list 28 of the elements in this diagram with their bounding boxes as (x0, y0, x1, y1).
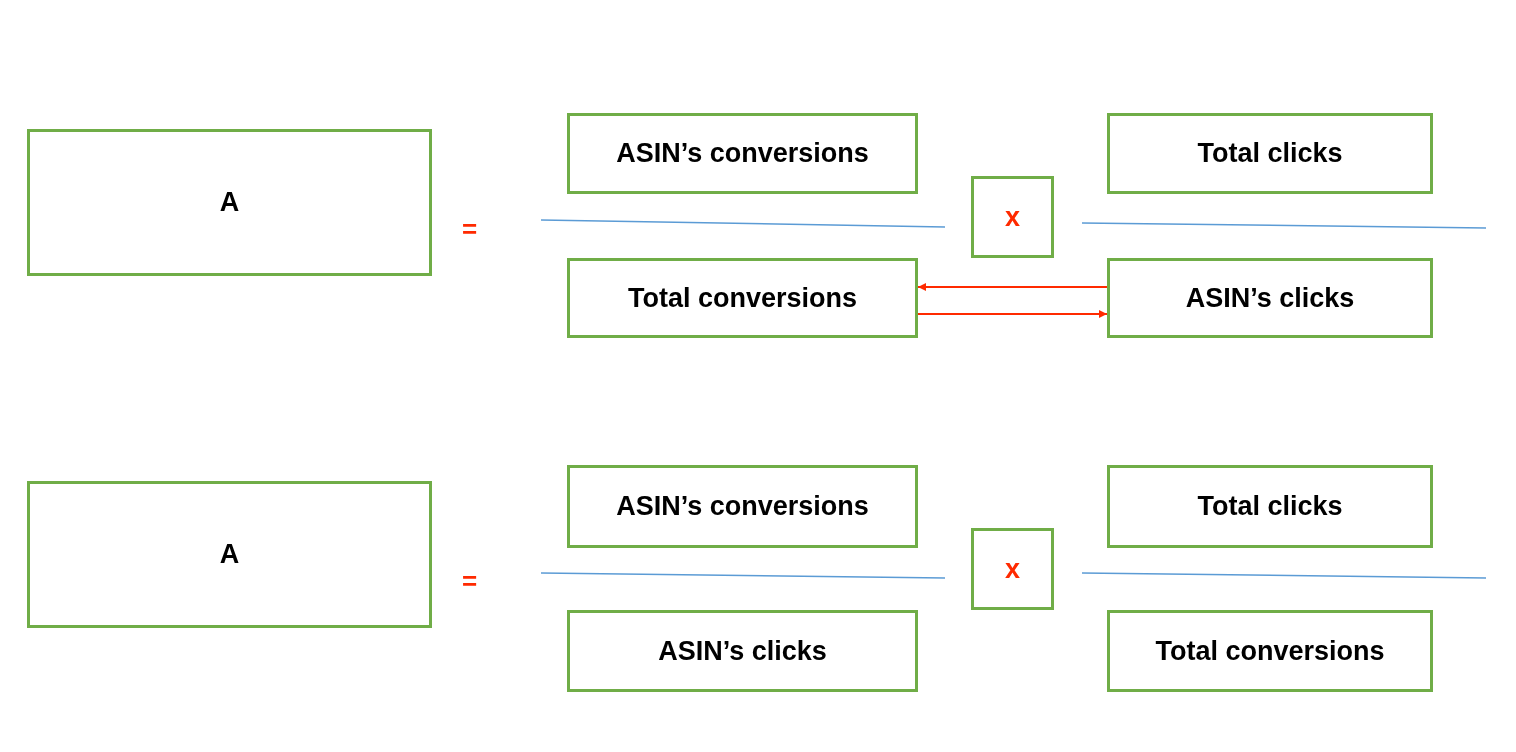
term-box (1107, 610, 1433, 692)
term-text: A (219, 187, 240, 218)
term-box (567, 113, 918, 194)
operator-box (971, 528, 1054, 610)
term-text: Total conversions (1155, 635, 1385, 667)
term-text: ASIN’s conversions (616, 491, 869, 522)
term-box (27, 481, 432, 628)
term-box (27, 129, 432, 276)
term-text: ASIN’s conversions (616, 138, 869, 169)
term-text: ASIN’s clicks (658, 635, 827, 667)
term-text: ASIN’s clicks (1185, 282, 1355, 314)
term-box (567, 465, 918, 548)
operator-box (971, 176, 1054, 258)
term-text: Total conversions (627, 282, 858, 314)
multiply-sign: x (1005, 553, 1020, 585)
arrow (917, 310, 1108, 318)
term-text: Total clicks (1197, 138, 1343, 169)
term-text: Total clicks (1197, 491, 1343, 522)
arrow (917, 283, 1108, 291)
multiply-sign: x (1005, 201, 1020, 233)
term-box (1107, 113, 1433, 194)
equals-sign: = (462, 566, 478, 597)
term-box (1107, 258, 1433, 338)
equals-sign: = (462, 214, 478, 245)
term-box (567, 610, 918, 692)
term-text: A (219, 539, 240, 570)
term-box (1107, 465, 1433, 548)
term-box (567, 258, 918, 338)
